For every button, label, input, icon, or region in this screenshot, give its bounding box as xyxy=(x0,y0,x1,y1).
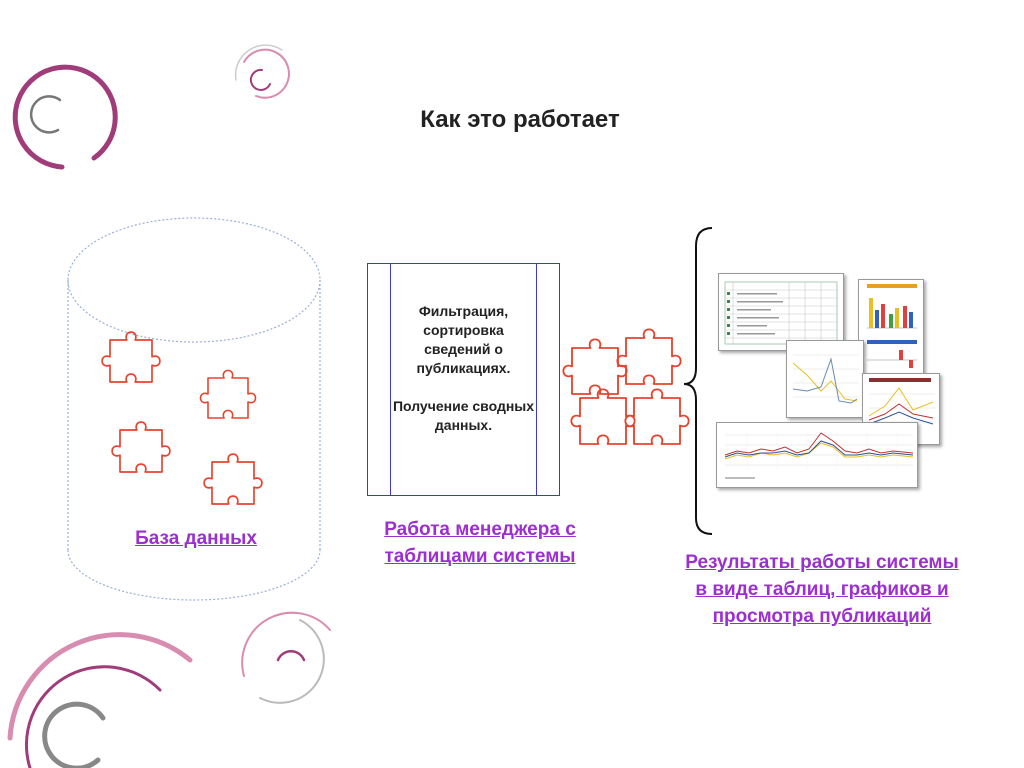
puzzle-piece xyxy=(199,369,257,419)
timeline-chart-thumbnail xyxy=(716,422,918,488)
table-thumbnail xyxy=(718,273,844,351)
line-chart-thumbnail xyxy=(786,340,864,418)
line-chart-thumbnail-graphic xyxy=(792,354,859,404)
manager-work-label[interactable]: Работа менеджера с таблицами системы xyxy=(384,519,576,567)
page-title: Как это работает xyxy=(420,106,620,133)
puzzle-piece xyxy=(616,328,682,385)
puzzle-piece xyxy=(562,338,628,395)
timeline-chart-thumbnail-graphic xyxy=(724,431,914,479)
results-label[interactable]: Результаты работы системы в виде таблиц,… xyxy=(685,552,959,627)
database-cylinder xyxy=(67,217,321,601)
puzzle-piece xyxy=(203,453,263,505)
process-line-filtering: Фильтрация, сортировка сведений о публик… xyxy=(416,303,511,376)
puzzle-piece xyxy=(111,421,171,473)
process-line-summary: Получение сводных данных. xyxy=(392,398,535,433)
bar-chart-thumbnail xyxy=(858,279,924,375)
curly-brace xyxy=(683,227,713,535)
process-box-left-bar xyxy=(390,264,391,495)
puzzle-piece xyxy=(624,388,690,445)
table-thumbnail-graphic xyxy=(724,281,838,345)
database-label[interactable]: База данных xyxy=(135,528,257,549)
decorative-rings-bottom-left xyxy=(7,611,331,768)
process-box-right-bar xyxy=(536,264,537,495)
process-box: Фильтрация, сортировка сведений о публик… xyxy=(367,263,560,496)
process-description: Фильтрация, сортировка сведений о публик… xyxy=(391,302,536,435)
decorative-rings-top-left xyxy=(12,44,290,170)
puzzle-piece xyxy=(101,331,161,383)
bar-chart-thumbnail-graphic xyxy=(867,284,917,368)
puzzle-piece xyxy=(570,388,636,445)
multi-line-chart-thumbnail-graphic xyxy=(868,378,935,425)
